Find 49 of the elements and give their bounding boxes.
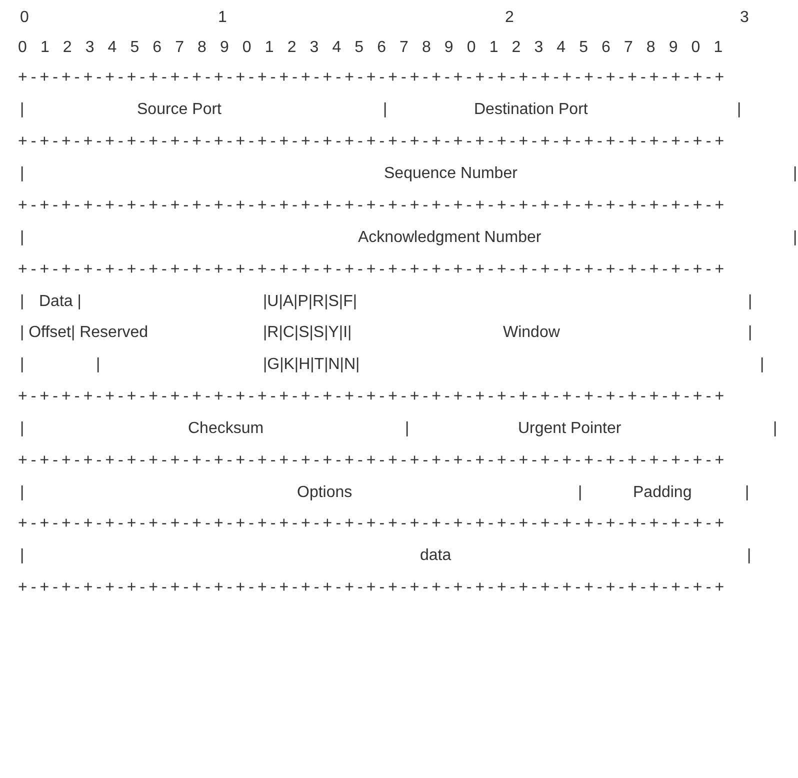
- field-label: |U|A|P|R|S|F|: [263, 292, 357, 312]
- field-label: Padding: [633, 483, 692, 503]
- field-label: |: [748, 323, 752, 343]
- field-label: |: [405, 419, 410, 439]
- field-label: Data |: [39, 292, 82, 312]
- field-label: |: [760, 355, 764, 375]
- field-label: |: [745, 483, 750, 503]
- bit-ruler: 0 1 2 3 4 5 6 7 8 9 0 1 2 3 4 5 6 7 8 9 0 1 2 3 4 5 6 7 8 9 0 1: [18, 38, 728, 58]
- field-label: |: [747, 546, 752, 566]
- field-label: | Offset| Reserved: [20, 323, 148, 343]
- field-label: |: [20, 419, 24, 439]
- field-label: |: [20, 164, 24, 184]
- border-line: +-+-+-+-+-+-+-+-+-+-+-+-+-+-+-+-+-+-+-+-+-+-+-+-+-+-+-+-+-+-+-+-+: [18, 132, 728, 152]
- field-label: Urgent Pointer: [518, 419, 622, 439]
- field-label: 2: [505, 8, 514, 28]
- field-label: |: [383, 100, 388, 120]
- border-line: +-+-+-+-+-+-+-+-+-+-+-+-+-+-+-+-+-+-+-+-+-+-+-+-+-+-+-+-+-+-+-+-+: [18, 514, 728, 534]
- field-label: Sequence Number: [384, 164, 518, 184]
- field-label: Destination Port: [474, 100, 588, 120]
- field-label: |: [793, 164, 798, 184]
- border-line: +-+-+-+-+-+-+-+-+-+-+-+-+-+-+-+-+-+-+-+-+-+-+-+-+-+-+-+-+-+-+-+-+: [18, 260, 728, 280]
- border-line: +-+-+-+-+-+-+-+-+-+-+-+-+-+-+-+-+-+-+-+-+-+-+-+-+-+-+-+-+-+-+-+-+: [18, 196, 728, 216]
- field-label: 3: [740, 8, 749, 28]
- field-label: |: [96, 355, 100, 375]
- field-label: Source Port: [137, 100, 222, 120]
- field-label: 0: [20, 8, 29, 28]
- field-label: |: [20, 546, 24, 566]
- field-label: |: [773, 419, 778, 439]
- field-label: Options: [297, 483, 352, 503]
- field-label: |: [20, 100, 24, 120]
- field-label: |: [748, 292, 752, 312]
- border-line: +-+-+-+-+-+-+-+-+-+-+-+-+-+-+-+-+-+-+-+-+-+-+-+-+-+-+-+-+-+-+-+-+: [18, 578, 728, 598]
- field-label: Window: [503, 323, 560, 343]
- field-label: |: [737, 100, 742, 120]
- field-label: |: [20, 292, 24, 312]
- field-label: |: [20, 355, 24, 375]
- field-label: |R|C|S|S|Y|I|: [263, 323, 352, 343]
- field-label: data: [420, 546, 452, 566]
- field-label: Checksum: [188, 419, 264, 439]
- border-line: +-+-+-+-+-+-+-+-+-+-+-+-+-+-+-+-+-+-+-+-+-+-+-+-+-+-+-+-+-+-+-+-+: [18, 451, 728, 471]
- field-label: |: [578, 483, 582, 503]
- field-label: |: [20, 228, 24, 248]
- border-line: +-+-+-+-+-+-+-+-+-+-+-+-+-+-+-+-+-+-+-+-+-+-+-+-+-+-+-+-+-+-+-+-+: [18, 68, 728, 88]
- field-label: |: [793, 228, 798, 248]
- field-label: |G|K|H|T|N|N|: [263, 355, 360, 375]
- field-label: |: [20, 483, 24, 503]
- field-label: Acknowledgment Number: [358, 228, 542, 248]
- field-label: 1: [218, 8, 227, 28]
- border-line: +-+-+-+-+-+-+-+-+-+-+-+-+-+-+-+-+-+-+-+-+-+-+-+-+-+-+-+-+-+-+-+-+: [18, 387, 728, 407]
